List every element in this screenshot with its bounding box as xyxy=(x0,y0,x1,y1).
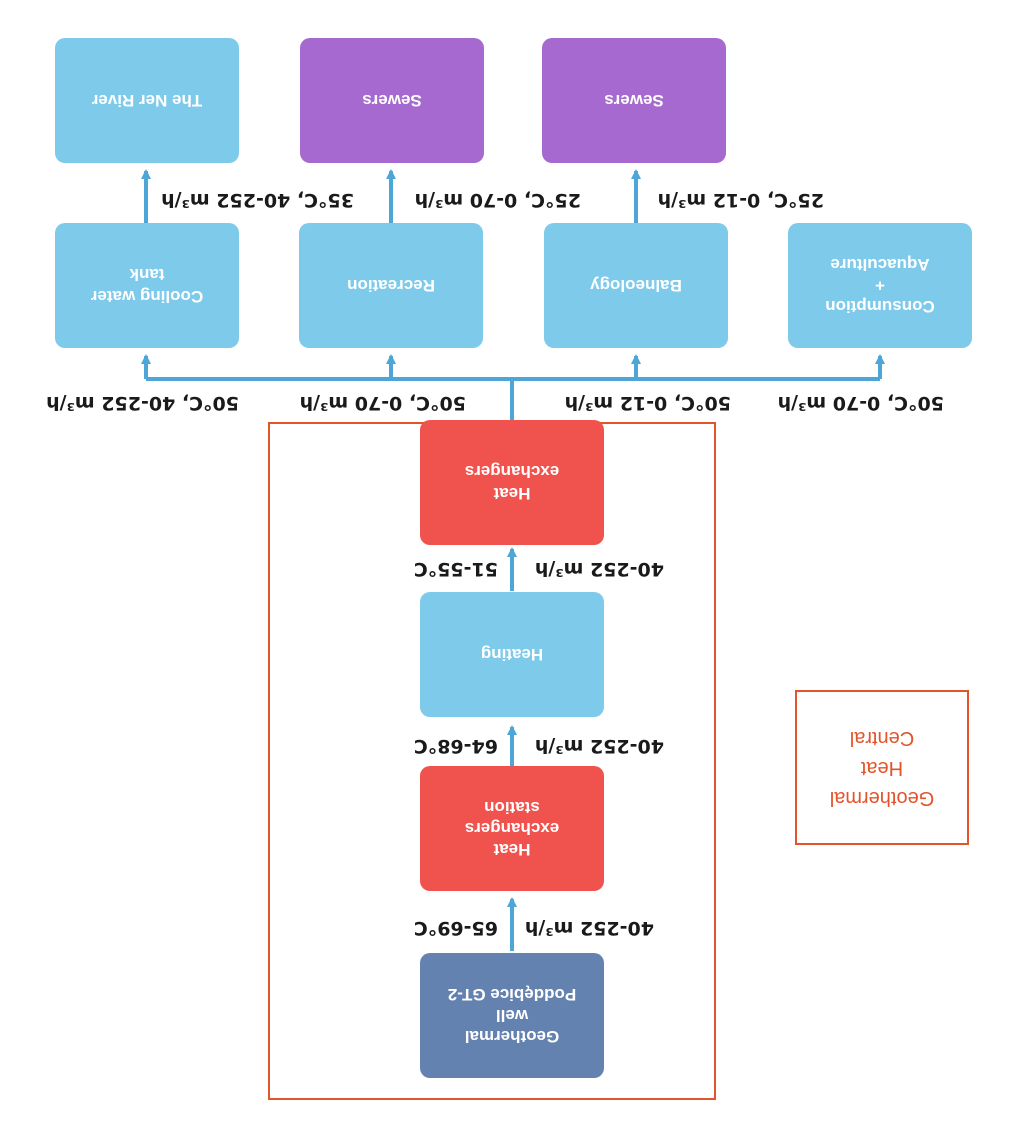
to-recreation-label: 50°C, 0-70 m³/h xyxy=(299,392,466,414)
well-box: Geothermal well Poddębice GT-2 xyxy=(420,953,604,1078)
to-river-label: 35°C, 40-252 m³/h xyxy=(161,189,354,211)
ner-river-box: The Ner River xyxy=(55,38,239,163)
cooling-tank-box: Cooling water tank xyxy=(55,223,239,348)
sewers-box-balneology: Sewers xyxy=(542,38,726,163)
heating-temp-label: 51-55°C xyxy=(413,558,498,580)
to-sewers-balneology-label: 25°C, 0-12 m³/h xyxy=(657,189,824,211)
balneology-box: Balneology xyxy=(544,223,728,348)
aquaculture-box: Consumption + Aquaculture xyxy=(788,223,972,348)
to-sewers-recreation-label: 25°C, 0-70 m³/h xyxy=(414,189,581,211)
to-cooling-label: 50°C, 40-252 m³/h xyxy=(46,392,239,414)
recreation-box: Recreation xyxy=(299,223,483,348)
well-temp-label: 65-69°C xyxy=(413,917,498,939)
well-rate-label: 40-252 m³/h xyxy=(524,917,654,939)
heating-rate-label: 40-252 m³/h xyxy=(534,558,664,580)
station-rate-label: 40-252 m³/h xyxy=(534,735,664,757)
station-temp-label: 64-68°C xyxy=(413,735,498,757)
heating-box: Heating xyxy=(420,592,604,717)
to-aquaculture-label: 50°C, 0-70 m³/h xyxy=(777,392,944,414)
heat-exchanger-station-box: Heat exchangers station xyxy=(420,766,604,891)
to-balneology-label: 50°C, 0-12 m³/h xyxy=(564,392,731,414)
sewers-box-recreation: Sewers xyxy=(300,38,484,163)
heat-exchangers-box: Heat exchangers xyxy=(420,420,604,545)
